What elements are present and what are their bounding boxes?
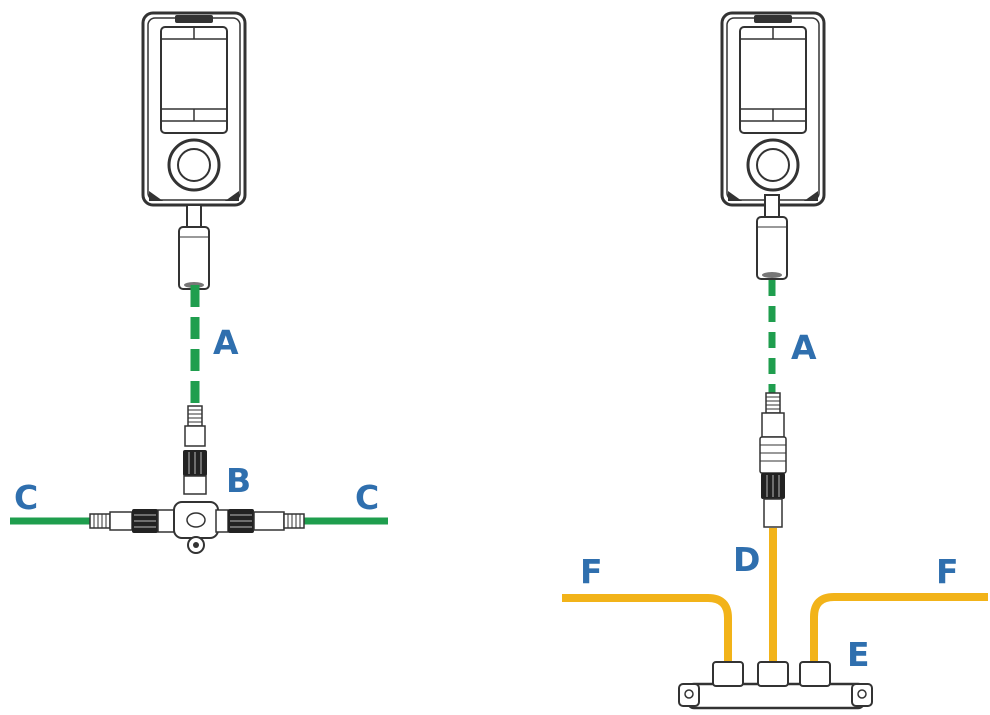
cable-f-left — [562, 594, 732, 668]
label-f-left: F — [580, 552, 603, 591]
label-b: B — [226, 461, 251, 500]
label-a-left: A — [213, 323, 239, 362]
hub-e — [678, 661, 873, 710]
drop-connector-left — [182, 405, 208, 495]
t-connector-b — [89, 501, 305, 554]
right-network-diagram: A D E F F — [562, 11, 988, 710]
label-f-right: F — [936, 552, 959, 591]
left-network-diagram: A B C C — [10, 11, 388, 554]
label-c-left: C — [14, 478, 38, 517]
device-cable-plug-right — [756, 194, 788, 280]
controller-device-right — [720, 11, 826, 207]
cable-f-right — [810, 593, 988, 668]
label-d: D — [733, 540, 760, 579]
label-a-right: A — [791, 328, 817, 367]
label-c-right: C — [355, 478, 379, 517]
controller-device-left — [141, 11, 247, 207]
adapter-connector — [759, 392, 787, 528]
device-cable-plug-left — [178, 204, 210, 290]
label-e: E — [847, 635, 870, 674]
